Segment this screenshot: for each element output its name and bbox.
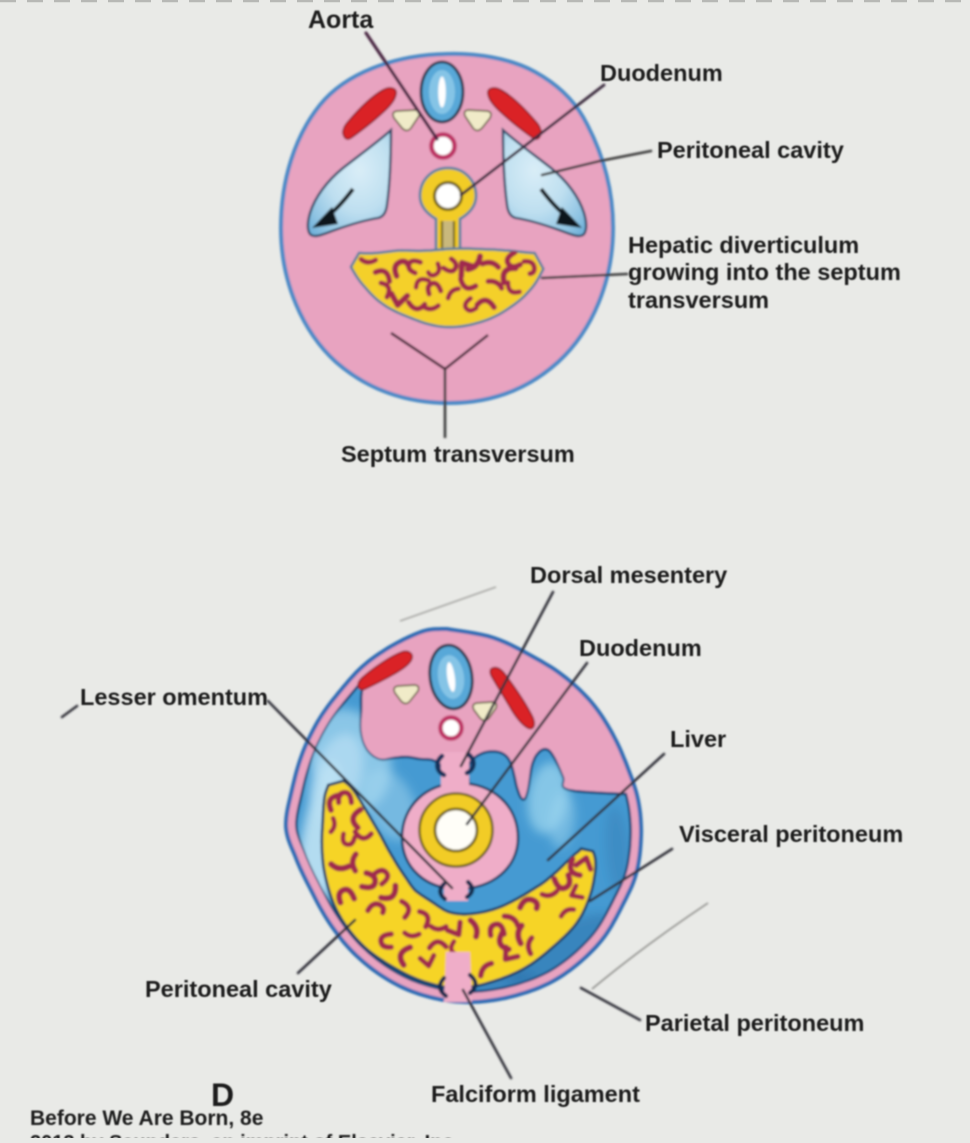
svg-text:Lesser omentum: Lesser omentum — [80, 684, 268, 710]
svg-text:Septum transversum: Septum transversum — [341, 441, 575, 467]
svg-text:Dorsal mesentery: Dorsal mesentery — [530, 562, 727, 588]
svg-text:Peritoneal cavity: Peritoneal cavity — [145, 976, 332, 1002]
svg-text:D: D — [211, 1077, 234, 1113]
svg-text:growing into the septum: growing into the septum — [628, 259, 901, 285]
svg-text:Hepatic diverticulum: Hepatic diverticulum — [628, 232, 859, 258]
svg-text:Parietal peritoneum: Parietal peritoneum — [645, 1010, 864, 1036]
svg-text:Duodenum: Duodenum — [600, 60, 723, 86]
svg-text:Peritoneal cavity: Peritoneal cavity — [657, 137, 844, 163]
svg-text:transversum: transversum — [628, 287, 769, 313]
svg-text:Falciform ligament: Falciform ligament — [431, 1081, 640, 1107]
svg-text:2013 by Saunders, an imprint o: 2013 by Saunders, an imprint of Elsevier… — [30, 1132, 459, 1138]
svg-text:Visceral peritoneum: Visceral peritoneum — [679, 821, 903, 847]
svg-text:Aorta: Aorta — [308, 6, 374, 34]
svg-text:Duodenum: Duodenum — [579, 635, 702, 661]
svg-text:Liver: Liver — [670, 726, 726, 752]
svg-text:Before We Are Born, 8e: Before We Are Born, 8e — [30, 1107, 263, 1130]
